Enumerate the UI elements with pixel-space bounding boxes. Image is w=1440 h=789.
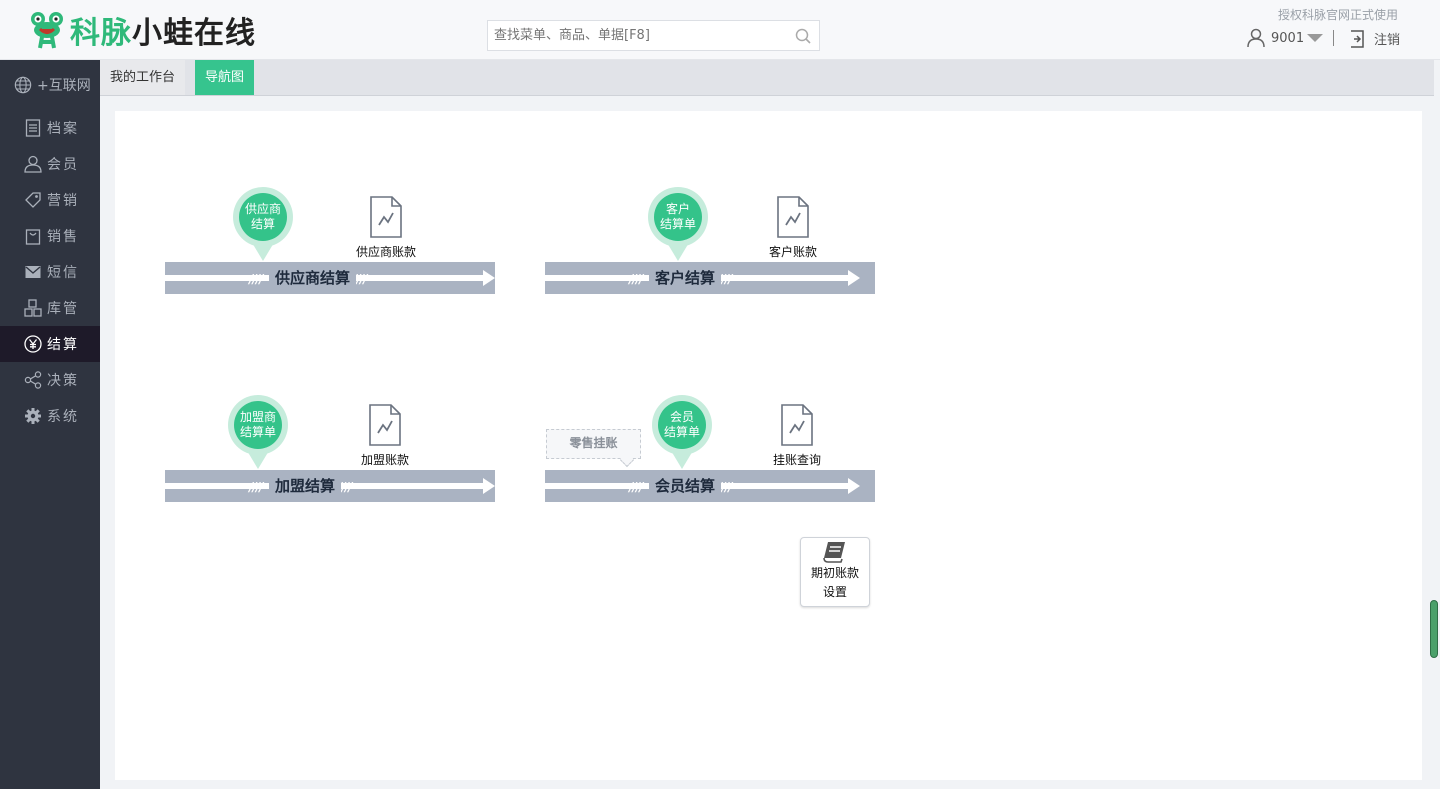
- frog-logo-icon: [31, 12, 63, 49]
- logout-button[interactable]: 注销: [1350, 29, 1400, 48]
- chevron-down-icon[interactable]: [1307, 34, 1324, 42]
- sidebar-item-sales[interactable]: 销售: [0, 218, 100, 254]
- header: 科脉 小蛙在线 授权科脉官网正式使用 9001 注销: [0, 0, 1440, 60]
- sidebar-item-label: 库管: [47, 301, 79, 317]
- bubble-label: 零售挂账: [569, 436, 618, 450]
- pin-text: 客户: [665, 202, 690, 216]
- sidebar-item-label: 档案: [47, 121, 79, 137]
- sidebar-item-internet[interactable]: +互联网: [0, 60, 100, 110]
- sidebar-item-label: 营销: [47, 193, 79, 209]
- sidebar-item-archive[interactable]: 档案: [0, 110, 100, 146]
- opening-balance-setup-button[interactable]: 期初账款 设置: [800, 537, 870, 607]
- logo[interactable]: 科脉 小蛙在线: [28, 8, 256, 52]
- share-icon: [24, 371, 42, 389]
- tab-bar: 我的工作台 导航图: [100, 60, 1434, 96]
- sidebar-item-member[interactable]: 会员: [0, 146, 100, 182]
- tab-workbench[interactable]: 我的工作台: [100, 60, 186, 95]
- franchise-account-doc[interactable]: 加盟账款: [353, 403, 417, 468]
- sidebar-item-system[interactable]: 系统: [0, 398, 100, 434]
- user-icon: [24, 155, 42, 173]
- customer-account-doc[interactable]: 客户账款: [761, 195, 825, 260]
- setup-label-line1: 期初账款: [810, 566, 859, 580]
- member-settlement-road[interactable]: //// //// 会员结算: [545, 470, 875, 502]
- sidebar-item-settlement[interactable]: 结算: [0, 326, 100, 362]
- customer-settlement-road[interactable]: //// //// 客户结算: [545, 262, 875, 294]
- brand-name-black: 小蛙在线: [132, 16, 256, 51]
- file-icon: [24, 119, 42, 137]
- user-menu[interactable]: 9001: [1247, 28, 1324, 48]
- user-icon: [1247, 28, 1265, 48]
- pin-text: 结算单: [663, 425, 700, 439]
- member-settlement-label: 会员结算: [649, 470, 722, 502]
- sidebar-item-decision[interactable]: 决策: [0, 362, 100, 398]
- customer-settlement-pin[interactable]: 客户结算单: [648, 187, 708, 263]
- sidebar: +互联网 档案 会员 营销 销售 短信 库管: [0, 60, 100, 789]
- chart-document-icon: [369, 404, 401, 446]
- scrollbar-thumb[interactable]: [1430, 600, 1438, 658]
- supplier-settlement-road[interactable]: //// //// 供应商结算: [165, 262, 495, 294]
- search-input[interactable]: [488, 21, 778, 50]
- mail-icon: [24, 263, 42, 281]
- sidebar-item-sms[interactable]: 短信: [0, 254, 100, 290]
- credit-query-doc[interactable]: 挂账查询: [765, 403, 829, 468]
- pin-text: 会员: [669, 410, 694, 424]
- search-box: [487, 20, 820, 51]
- search-icon[interactable]: [795, 28, 811, 44]
- logout-icon: [1351, 29, 1364, 48]
- gear-icon: [24, 407, 42, 425]
- supplier-account-doc[interactable]: 供应商账款: [351, 195, 421, 260]
- chart-document-icon: [370, 196, 402, 238]
- pin-text: 加盟商: [239, 410, 276, 424]
- user-id: 9001: [1271, 30, 1305, 46]
- supplier-settlement-label: 供应商结算: [269, 262, 357, 294]
- pin-text: 结算单: [239, 425, 276, 439]
- navigation-map-panel: //// //// 供应商结算 供应商结算 供应商账款 //// //// 客户…: [115, 111, 1422, 780]
- globe-icon: [14, 76, 32, 94]
- setup-label-line2: 设置: [822, 585, 847, 599]
- sidebar-item-label: 短信: [47, 265, 79, 281]
- book-icon: [823, 542, 845, 563]
- franchise-settlement-pin[interactable]: 加盟商结算单: [228, 395, 288, 471]
- sidebar-item-inventory[interactable]: 库管: [0, 290, 100, 326]
- header-divider: [1333, 30, 1334, 46]
- yen-icon: [24, 335, 42, 353]
- chart-document-icon: [777, 196, 809, 238]
- tab-navigation-map[interactable]: 导航图: [195, 60, 255, 95]
- sidebar-item-label: 会员: [47, 157, 79, 173]
- brand-name-green: 科脉: [70, 16, 132, 51]
- supplier-settlement-pin[interactable]: 供应商结算: [233, 187, 293, 263]
- pin-text: 供应商: [244, 202, 281, 216]
- bag-icon: [24, 227, 42, 245]
- doc-label: 客户账款: [768, 245, 817, 259]
- sidebar-item-marketing[interactable]: 营销: [0, 182, 100, 218]
- sidebar-item-label: 结算: [47, 337, 79, 353]
- sidebar-item-label: 销售: [47, 229, 79, 245]
- sidebar-item-label: 系统: [47, 409, 79, 425]
- sidebar-item-label: +互联网: [37, 78, 91, 94]
- retail-credit-bubble[interactable]: 零售挂账: [546, 429, 641, 468]
- boxes-icon: [24, 299, 42, 317]
- tag-icon: [24, 191, 42, 209]
- logout-label: 注销: [1374, 33, 1401, 48]
- sidebar-item-label: 决策: [47, 373, 79, 389]
- franchise-settlement-road[interactable]: //// //// 加盟结算: [165, 470, 495, 502]
- franchise-settlement-label: 加盟结算: [269, 470, 342, 502]
- doc-label: 挂账查询: [772, 453, 821, 467]
- doc-label: 加盟账款: [360, 453, 409, 467]
- pin-text: 结算: [250, 217, 275, 231]
- chart-document-icon: [781, 404, 813, 446]
- customer-settlement-label: 客户结算: [649, 262, 722, 294]
- pin-text: 结算单: [659, 217, 696, 231]
- doc-label: 供应商账款: [355, 245, 416, 259]
- member-settlement-pin[interactable]: 会员结算单: [652, 395, 712, 471]
- license-text: 授权科脉官网正式使用: [1277, 8, 1398, 22]
